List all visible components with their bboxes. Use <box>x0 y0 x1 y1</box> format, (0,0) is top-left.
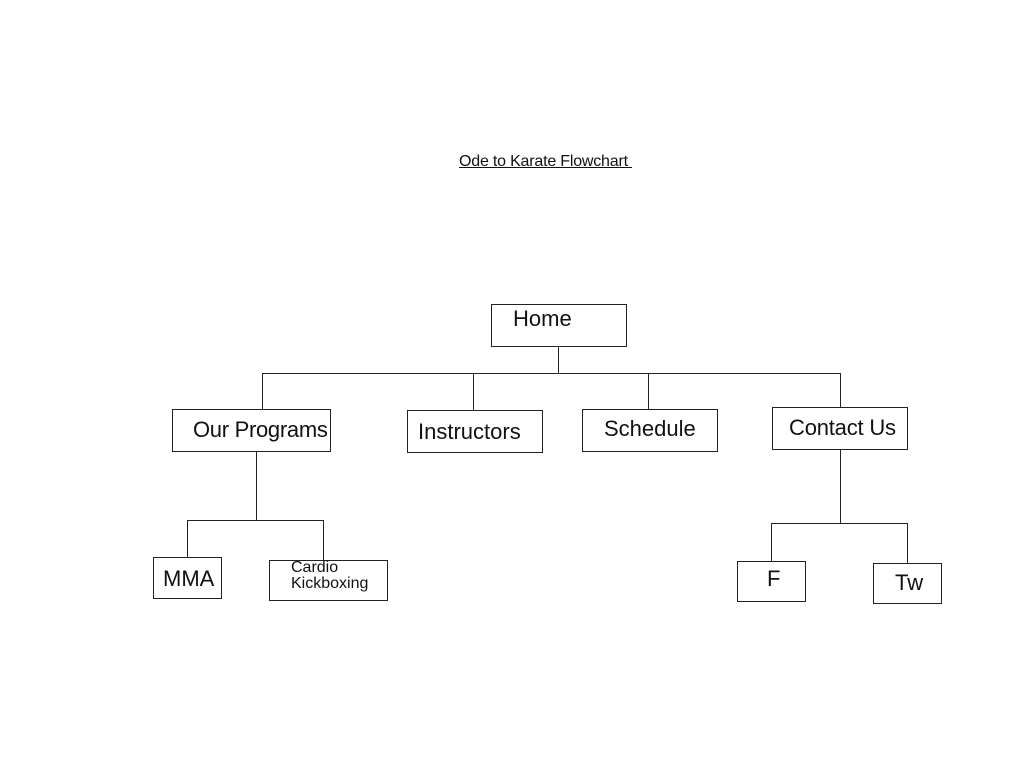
node-f: F <box>737 561 806 602</box>
node-cardio-kickboxing-label: Cardio Kickboxing <box>291 559 369 592</box>
node-contact-us-label: Contact Us <box>789 415 896 440</box>
node-contact-us: Contact Us <box>772 407 908 450</box>
node-instructors: Instructors <box>407 410 543 453</box>
node-our-programs: Our Programs <box>172 409 331 452</box>
node-instructors-label: Instructors <box>418 419 521 444</box>
node-our-programs-label: Our Programs <box>193 417 328 442</box>
flowchart-title: Ode to Karate Flowchart <box>459 153 633 170</box>
node-mma: MMA <box>153 557 222 599</box>
node-tw-label: Tw <box>895 570 924 595</box>
node-f-label: F <box>767 566 781 591</box>
node-mma-label: MMA <box>163 566 215 591</box>
node-home: Home <box>491 304 627 347</box>
node-schedule-label: Schedule <box>604 416 696 441</box>
node-cardio-kickboxing: Cardio Kickboxing <box>269 560 388 601</box>
node-schedule: Schedule <box>582 409 718 452</box>
node-home-label: Home <box>513 306 572 331</box>
node-tw: Tw <box>873 563 942 604</box>
